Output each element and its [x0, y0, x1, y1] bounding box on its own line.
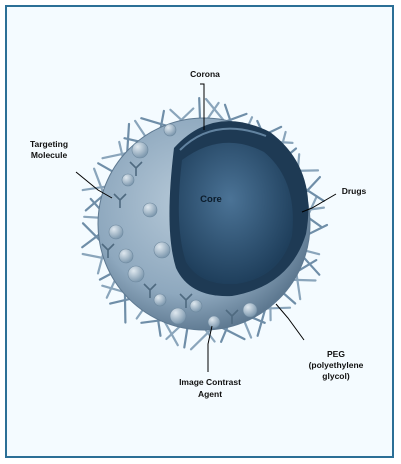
contrast-bead	[154, 242, 170, 258]
contrast-bead	[170, 308, 186, 324]
label-peg-line3: glycol)	[322, 371, 350, 381]
label-drugs: Drugs	[342, 186, 367, 196]
contrast-bead	[143, 203, 157, 217]
contrast-bead	[119, 249, 133, 263]
label-contrast-line2: Agent	[198, 389, 222, 399]
label-targeting-line1: Targeting	[30, 139, 68, 149]
contrast-bead	[132, 142, 148, 158]
label-peg-line2: (polyethylene	[309, 360, 364, 370]
contrast-bead	[243, 303, 257, 317]
label-corona: Corona	[190, 69, 220, 79]
label-contrast-line1: Image Contrast	[179, 377, 241, 387]
label-core: Core	[200, 194, 222, 205]
contrast-bead	[154, 294, 166, 306]
contrast-bead	[164, 124, 176, 136]
contrast-bead	[109, 225, 123, 239]
contrast-bead	[122, 174, 134, 186]
contrast-bead	[190, 300, 202, 312]
peg-leader	[276, 304, 304, 340]
label-peg-line1: PEG	[327, 349, 345, 359]
contrast-bead	[208, 316, 220, 328]
contrast-bead	[128, 266, 144, 282]
label-targeting-line2: Molecule	[31, 150, 68, 160]
